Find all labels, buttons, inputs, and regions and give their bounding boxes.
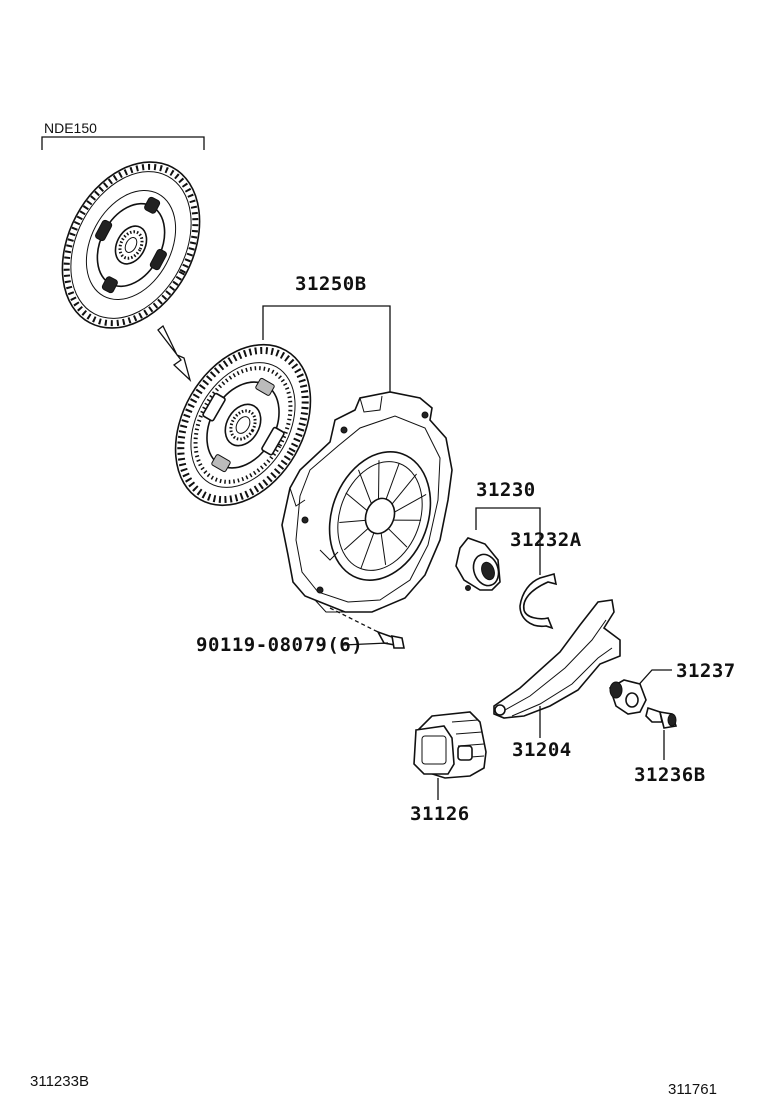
label-31236b: 31236B (634, 764, 706, 786)
footer-right-code: 311761 (668, 1081, 717, 1098)
arrow-icon (157, 324, 192, 383)
label-31204: 31204 (512, 739, 572, 761)
release-bearing[interactable]: 31230 (455, 479, 541, 591)
label-31237: 31237 (676, 660, 736, 682)
label-90119-08079: 90119-08079(6) (196, 634, 363, 656)
release-fork[interactable]: 31204 (493, 599, 621, 761)
variant-label: NDE150 (44, 120, 97, 136)
label-31230: 31230 (476, 479, 536, 501)
fork-boot-clip[interactable]: 31237 (609, 660, 736, 715)
clutch-assy-bracket: 31250B (262, 273, 391, 393)
release-bearing-clip[interactable]: 31232A (510, 529, 582, 630)
cover-bolt[interactable]: 90119-08079(6) (196, 607, 405, 656)
clutch-cover[interactable] (281, 391, 453, 613)
label-31126: 31126 (410, 803, 470, 825)
label-31232a: 31232A (510, 529, 582, 551)
footer-left-code: 311233B (30, 1073, 89, 1090)
variant-bracket: NDE150 (41, 120, 205, 150)
label-31250b: 31250B (295, 273, 367, 295)
clutch-disc-nde150[interactable] (35, 138, 227, 352)
fork-support[interactable]: 31236B (634, 706, 706, 786)
fork-boot[interactable]: 31126 (410, 711, 487, 825)
clutch-disc[interactable] (148, 321, 338, 530)
